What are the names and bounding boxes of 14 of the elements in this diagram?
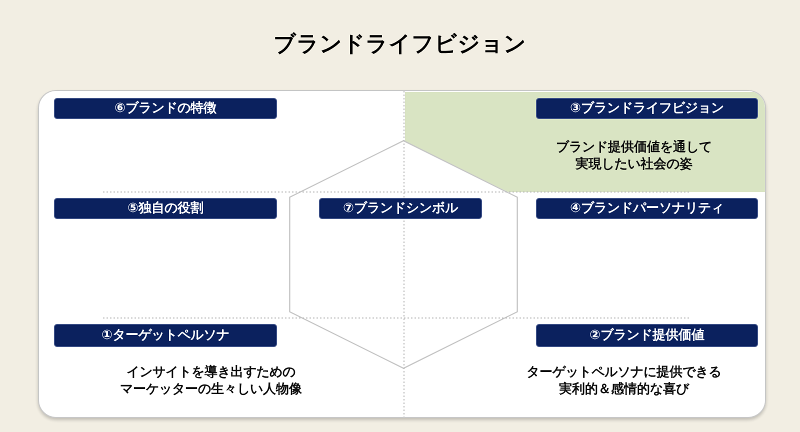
section-heading: ①ターゲットペルソナ (54, 324, 277, 347)
hexagon-outline (289, 140, 518, 369)
section-heading: ⑥ブランドの特徴 (54, 98, 277, 119)
page-title: ブランドライフビジョン (274, 31, 526, 59)
description-text: ブランド提供価値を通して実現したい社会の姿 (555, 139, 713, 173)
highlight-area (405, 92, 765, 192)
section-heading: ⑤独自の役割 (54, 198, 277, 219)
panel-card (38, 90, 766, 418)
section-heading: ④ブランドパーソナリティ (536, 198, 758, 219)
section-heading: ②ブランド提供価値 (536, 324, 758, 347)
description-text: ターゲットペルソナに提供できる実利的＆感情的な喜び (526, 364, 722, 398)
section-heading: ⑦ブランドシンボル (319, 198, 482, 219)
description-text: インサイトを導き出すためのマーケッターの生々しい人物像 (119, 364, 303, 398)
section-heading: ③ブランドライフビジョン (536, 98, 758, 119)
